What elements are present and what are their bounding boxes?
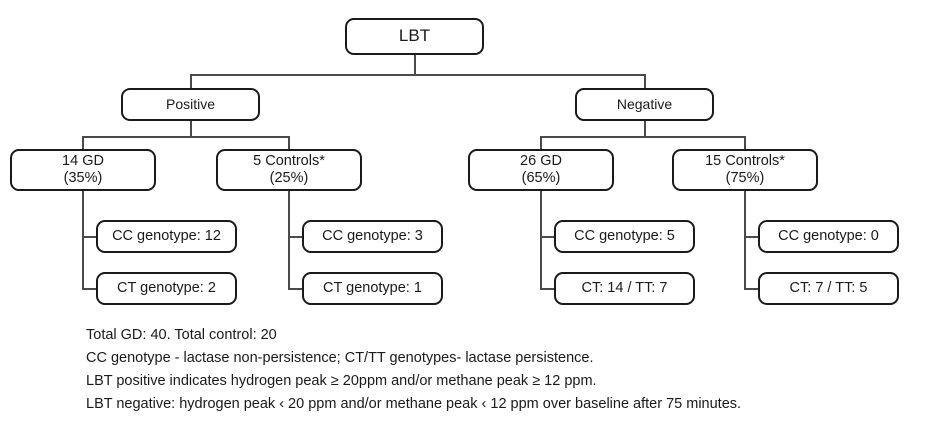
connector-to-negative <box>644 74 646 88</box>
node-15-controls-label: 15 Controls* (75%) <box>705 152 785 186</box>
connector-positive-to-controls <box>288 136 290 150</box>
connector-positive-split <box>82 136 290 138</box>
node-26-gd-label: 26 GD (65%) <box>520 152 562 186</box>
connector-positive-stem <box>190 120 192 138</box>
node-cc-genotype-5-label: CC genotype: 5 <box>574 227 675 244</box>
connector-positive-to-gd <box>82 136 84 150</box>
footnote-block: Total GD: 40. Total control: 20 CC genot… <box>86 324 741 416</box>
node-5-controls[interactable]: 5 Controls* (25%) <box>216 149 362 191</box>
connector-trunk-26gd <box>540 190 542 290</box>
connector-trunk-14gd <box>82 190 84 290</box>
node-ct-14-tt-7-label: CT: 14 / TT: 7 <box>581 279 668 296</box>
connector-elbow-ct14tt7 <box>540 288 554 290</box>
node-negative-label: Negative <box>616 96 673 113</box>
node-ct-14-tt-7[interactable]: CT: 14 / TT: 7 <box>554 272 695 305</box>
connector-negative-stem <box>644 120 646 138</box>
node-ct-genotype-2[interactable]: CT genotype: 2 <box>96 272 237 305</box>
footnote-line-1: Total GD: 40. Total control: 20 <box>86 327 277 343</box>
node-cc-genotype-0-label: CC genotype: 0 <box>778 227 879 244</box>
node-ct-7-tt-5[interactable]: CT: 7 / TT: 5 <box>758 272 899 305</box>
node-26-gd[interactable]: 26 GD (65%) <box>468 149 614 191</box>
node-lbt[interactable]: LBT <box>345 18 484 55</box>
node-positive-label: Positive <box>165 96 216 113</box>
node-5-controls-label: 5 Controls* (25%) <box>253 152 325 186</box>
node-ct-7-tt-5-label: CT: 7 / TT: 5 <box>789 279 868 296</box>
connector-elbow-cc3 <box>288 236 302 238</box>
connector-elbow-ct7tt5 <box>744 288 758 290</box>
connector-negative-to-gd <box>540 136 542 150</box>
node-lbt-label: LBT <box>398 26 431 46</box>
node-15-controls[interactable]: 15 Controls* (75%) <box>672 149 818 191</box>
connector-elbow-cc5 <box>540 236 554 238</box>
node-cc-genotype-5[interactable]: CC genotype: 5 <box>554 220 695 253</box>
connector-elbow-ct2 <box>82 288 96 290</box>
connector-elbow-cc12 <box>82 236 96 238</box>
node-positive[interactable]: Positive <box>121 88 260 121</box>
connector-trunk-15controls <box>744 190 746 290</box>
node-ct-genotype-1-label: CT genotype: 1 <box>323 279 422 296</box>
connector-root-stem <box>414 54 416 76</box>
node-ct-genotype-2-label: CT genotype: 2 <box>117 279 216 296</box>
node-cc-genotype-12-label: CC genotype: 12 <box>112 227 221 244</box>
footnote-line-2: CC genotype - lactase non-persistence; C… <box>86 350 594 366</box>
connector-elbow-cc0 <box>744 236 758 238</box>
node-cc-genotype-12[interactable]: CC genotype: 12 <box>96 220 237 253</box>
node-cc-genotype-3-label: CC genotype: 3 <box>322 227 423 244</box>
connector-trunk-5controls <box>288 190 290 290</box>
node-cc-genotype-3[interactable]: CC genotype: 3 <box>302 220 443 253</box>
node-14-gd[interactable]: 14 GD (35%) <box>10 149 156 191</box>
node-cc-genotype-0[interactable]: CC genotype: 0 <box>758 220 899 253</box>
node-ct-genotype-1[interactable]: CT genotype: 1 <box>302 272 443 305</box>
connector-negative-split <box>540 136 746 138</box>
footnote-line-3: LBT positive indicates hydrogen peak ≥ 2… <box>86 373 597 389</box>
connector-root-split <box>190 74 646 76</box>
connector-elbow-ct1 <box>288 288 302 290</box>
footnote-line-4: LBT negative: hydrogen peak ‹ 20 ppm and… <box>86 396 742 412</box>
node-14-gd-label: 14 GD (35%) <box>62 152 104 186</box>
connector-to-positive <box>190 74 192 88</box>
connector-negative-to-controls <box>744 136 746 150</box>
node-negative[interactable]: Negative <box>575 88 714 121</box>
